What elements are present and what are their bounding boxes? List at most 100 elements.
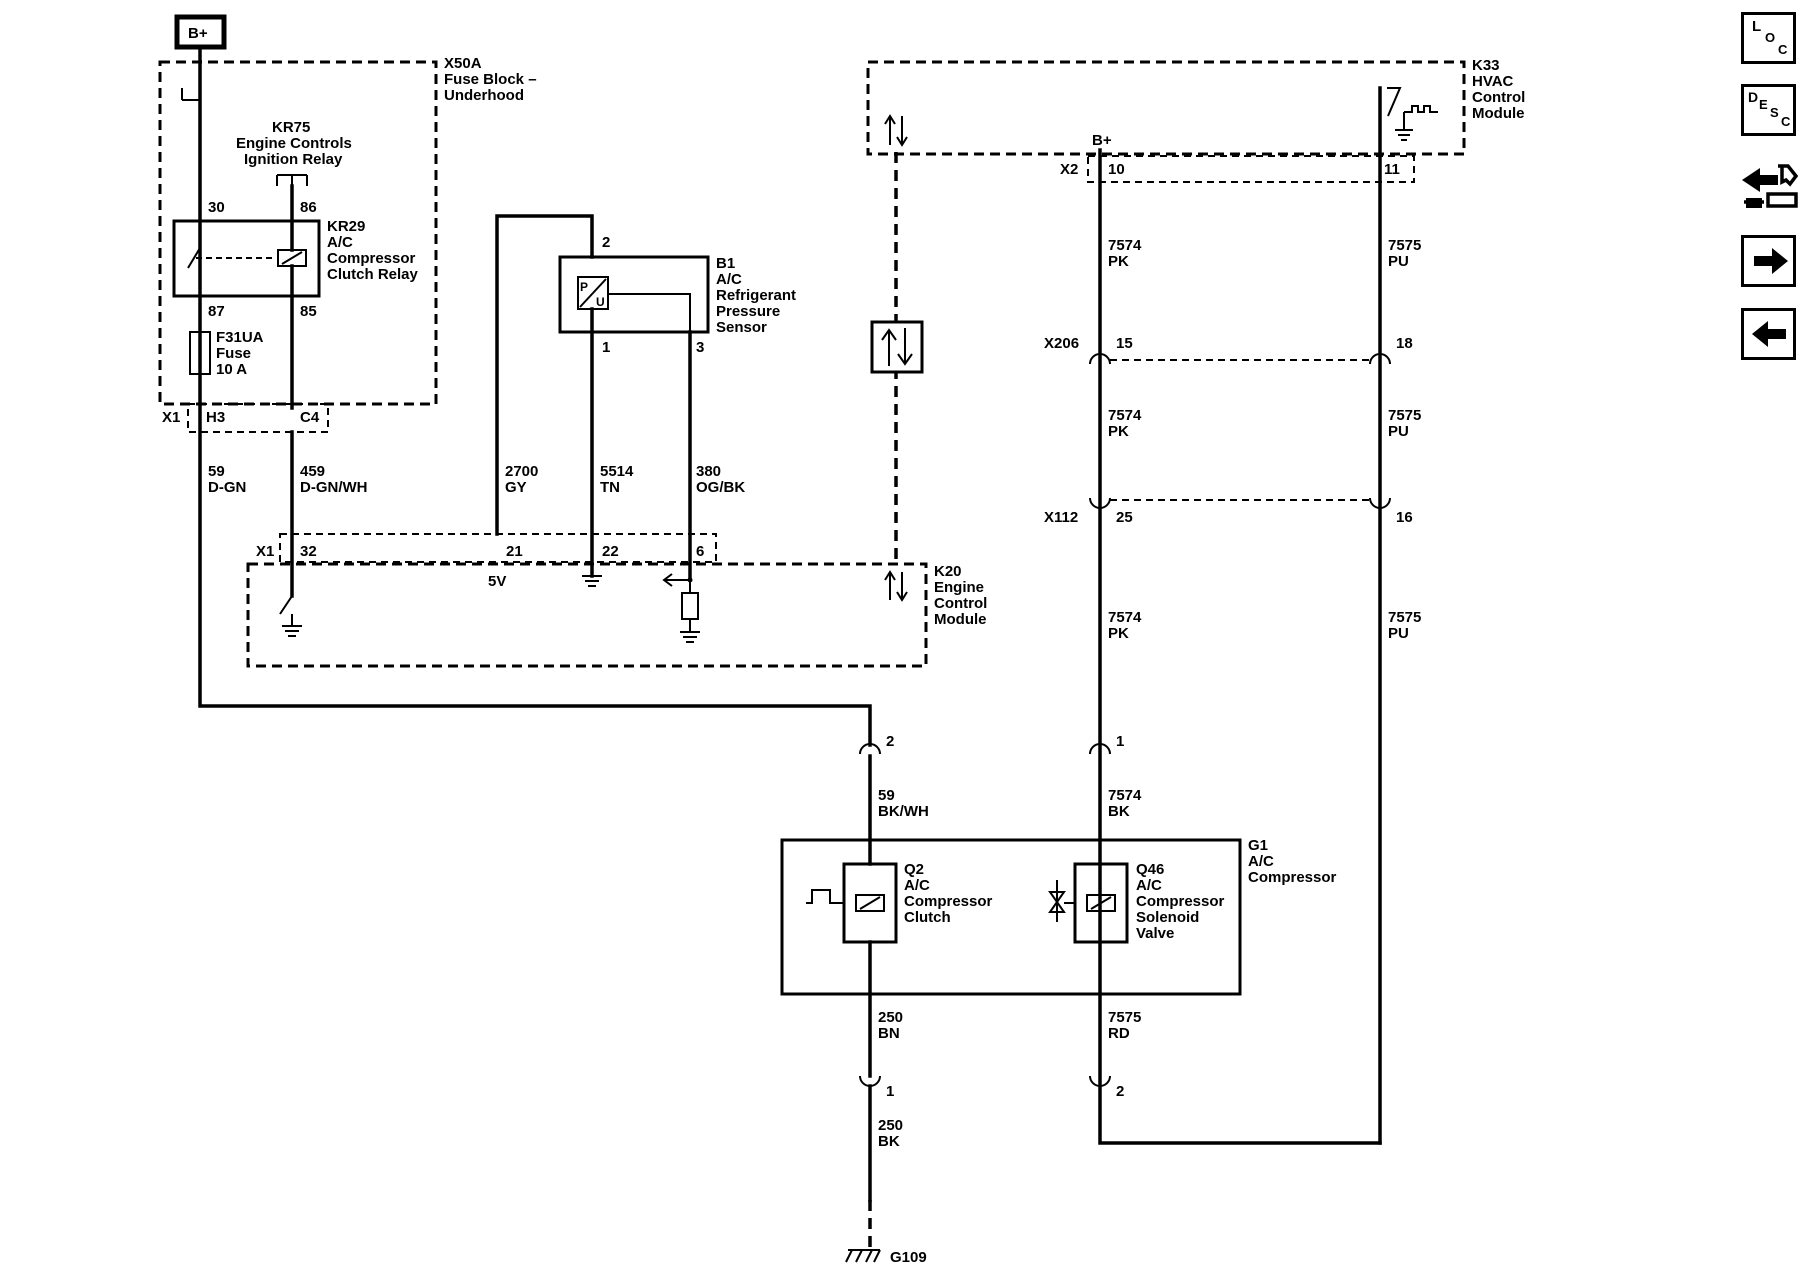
serial-data-symbol-box bbox=[870, 320, 924, 374]
x50a-id: X50A bbox=[444, 55, 482, 72]
w7575c-color: PU bbox=[1388, 625, 1409, 642]
k33-internal-ground bbox=[1395, 112, 1413, 141]
q2-clutch-symbol bbox=[806, 889, 844, 904]
w250bn-circuit: 250 bbox=[878, 1009, 903, 1026]
w250bk-circuit: 250 bbox=[878, 1117, 903, 1134]
k33-serial-data-arrows bbox=[884, 114, 908, 147]
connector-wrench-icon bbox=[1742, 164, 1799, 208]
q46-name-line2: Compressor bbox=[1136, 893, 1225, 910]
x112-terminal-25 bbox=[1089, 497, 1111, 509]
kr29-name-line3: Clutch Relay bbox=[327, 266, 419, 283]
battery-positive-label: B+ bbox=[188, 25, 208, 42]
g1-name-line2: Compressor bbox=[1248, 869, 1337, 886]
k33-name-line2: Control bbox=[1472, 89, 1525, 106]
w7574c-circuit: 7574 bbox=[1108, 609, 1142, 626]
x2-pin-11: 11 bbox=[1384, 161, 1400, 178]
arrow-right-icon bbox=[1754, 248, 1788, 274]
x1-top-pin-c4: C4 bbox=[300, 409, 320, 426]
g1-compressor-box bbox=[780, 838, 1242, 996]
k20-resistor-ground bbox=[680, 577, 700, 643]
g1-id: G1 bbox=[1248, 837, 1268, 854]
kr29-relay-box bbox=[172, 219, 321, 298]
x50a-name-line2: Underhood bbox=[444, 87, 524, 104]
q2-id: Q2 bbox=[904, 861, 924, 878]
wire-2700-5v-reference bbox=[495, 214, 594, 536]
x2-pin-10: 10 bbox=[1108, 161, 1125, 178]
connector-wrench-button[interactable] bbox=[1738, 156, 1800, 218]
x2-id: X2 bbox=[1060, 161, 1078, 178]
q46-valve-symbol bbox=[1048, 880, 1075, 922]
kr29-name-line1: A/C bbox=[327, 234, 353, 251]
b1-pin-2: 2 bbox=[602, 234, 610, 251]
w7574b-circuit: 7574 bbox=[1108, 407, 1142, 424]
w5514-circuit: 5514 bbox=[600, 463, 634, 480]
desc-letter-d: D bbox=[1748, 89, 1759, 105]
g1-terminal-2 bbox=[859, 743, 881, 755]
kr29-pin-30: 30 bbox=[208, 199, 225, 216]
k33-low-side-driver bbox=[1387, 87, 1402, 117]
x1-k20-pin-32: 32 bbox=[300, 543, 317, 560]
q46-coil-diagonal bbox=[1090, 896, 1112, 910]
k20-name-line1: Engine bbox=[934, 579, 984, 596]
w7575b-circuit: 7575 bbox=[1388, 407, 1421, 424]
arrow-left-icon bbox=[1752, 321, 1786, 347]
k20-serial-data-arrows bbox=[884, 570, 908, 602]
k20-id: K20 bbox=[934, 563, 962, 580]
q2-name-line2: Compressor bbox=[904, 893, 993, 910]
loc-letter-l: L bbox=[1752, 18, 1762, 35]
w459-circuit: 459 bbox=[300, 463, 325, 480]
b1-name-line4: Sensor bbox=[716, 319, 767, 336]
g1-conn-pin-1: 1 bbox=[1116, 733, 1124, 750]
kr75-name-line2: Ignition Relay bbox=[244, 151, 343, 168]
previous-button[interactable] bbox=[1741, 308, 1796, 360]
w250bk-color: BK bbox=[878, 1133, 900, 1150]
q46-name-line3: Solenoid bbox=[1136, 909, 1199, 926]
x206-terminal-18 bbox=[1369, 353, 1391, 365]
q2-clutch-coil bbox=[855, 894, 885, 912]
description-button[interactable]: D E S C bbox=[1741, 84, 1796, 136]
q2-name-line1: A/C bbox=[904, 877, 930, 894]
k33-b-plus-label: B+ bbox=[1092, 132, 1112, 149]
w7575rd-circuit: 7575 bbox=[1108, 1009, 1141, 1026]
k20-5v-reference-label: 5V bbox=[488, 573, 506, 590]
b1-symbol-u: U bbox=[596, 295, 605, 309]
k20-ecm-outline bbox=[246, 562, 928, 668]
q46-name-line4: Valve bbox=[1136, 925, 1174, 942]
b-plus-tap-hook bbox=[181, 88, 200, 101]
x1-top-id: X1 bbox=[162, 409, 180, 426]
f31ua-name: Fuse bbox=[216, 345, 251, 362]
x2-connector bbox=[1087, 155, 1415, 183]
x112-pin-25: 25 bbox=[1116, 509, 1133, 526]
q46-valve-coil bbox=[1086, 894, 1116, 912]
location-button[interactable]: L O C bbox=[1741, 12, 1796, 64]
w59bk-circuit: 59 bbox=[878, 787, 895, 804]
k20-name-line3: Module bbox=[934, 611, 987, 628]
x112-id: X112 bbox=[1044, 509, 1078, 526]
w59-circuit: 59 bbox=[208, 463, 225, 480]
wire-b-plus-feed bbox=[198, 45, 872, 747]
b1-name-line3: Pressure bbox=[716, 303, 780, 320]
k20-signal-junction bbox=[687, 577, 693, 583]
g1-conn-pin-2: 2 bbox=[886, 733, 894, 750]
desc-letter-e: E bbox=[1759, 97, 1768, 112]
f31ua-rating: 10 A bbox=[216, 361, 247, 378]
serial-data-symbol-arrows bbox=[881, 328, 913, 366]
w380-color: OG/BK bbox=[696, 479, 745, 496]
kr29-switch-contact bbox=[187, 247, 201, 269]
loc-letter-c: C bbox=[1778, 42, 1788, 57]
w7575b-color: PU bbox=[1388, 423, 1409, 440]
b1-pin-3: 3 bbox=[696, 339, 704, 356]
k33-hvac-outline bbox=[866, 60, 1466, 156]
g1-terminal-1 bbox=[1089, 743, 1111, 755]
k33-name-line1: HVAC bbox=[1472, 73, 1514, 90]
kr29-id: KR29 bbox=[327, 218, 365, 235]
x1-k20-pin-6: 6 bbox=[696, 543, 704, 560]
w459-color: D-GN/WH bbox=[300, 479, 368, 496]
x1-k20-pin-21: 21 bbox=[506, 543, 523, 560]
next-button[interactable] bbox=[1741, 235, 1796, 287]
w7575c-circuit: 7575 bbox=[1388, 609, 1421, 626]
w250bn-color: BN bbox=[878, 1025, 900, 1042]
k20-signal-input-arrow bbox=[662, 573, 690, 587]
w7574bk-color: BK bbox=[1108, 803, 1130, 820]
k33-id: K33 bbox=[1472, 57, 1500, 74]
